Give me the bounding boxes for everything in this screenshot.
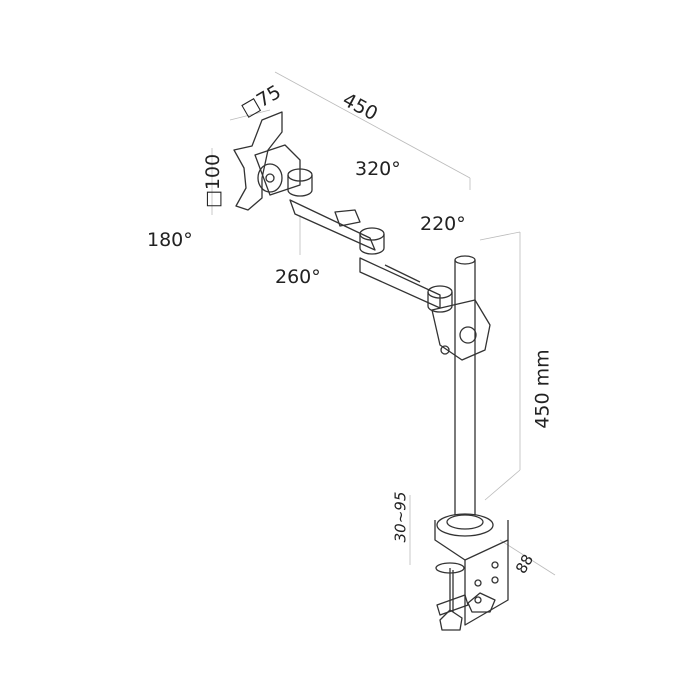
rotation-320-label: 320° — [355, 158, 401, 180]
desk-clamp — [434, 513, 509, 631]
rotation-220-label: 220° — [420, 213, 466, 235]
clamp-range-label: 30~95 — [391, 491, 410, 543]
vesa-100-label: □100 — [202, 153, 225, 209]
arm-segment-rear — [359, 257, 453, 313]
pole — [454, 255, 476, 515]
pole-height-label: 450 mm — [531, 349, 554, 429]
rotation-180-label: 180° — [147, 229, 193, 251]
dimension-lines — [211, 71, 556, 576]
tilt-joint — [254, 144, 301, 196]
rotation-260-label: 260° — [275, 266, 321, 288]
pole-bracket — [431, 299, 491, 361]
arm-segment-front — [287, 168, 385, 255]
vesa-plate — [233, 111, 283, 211]
